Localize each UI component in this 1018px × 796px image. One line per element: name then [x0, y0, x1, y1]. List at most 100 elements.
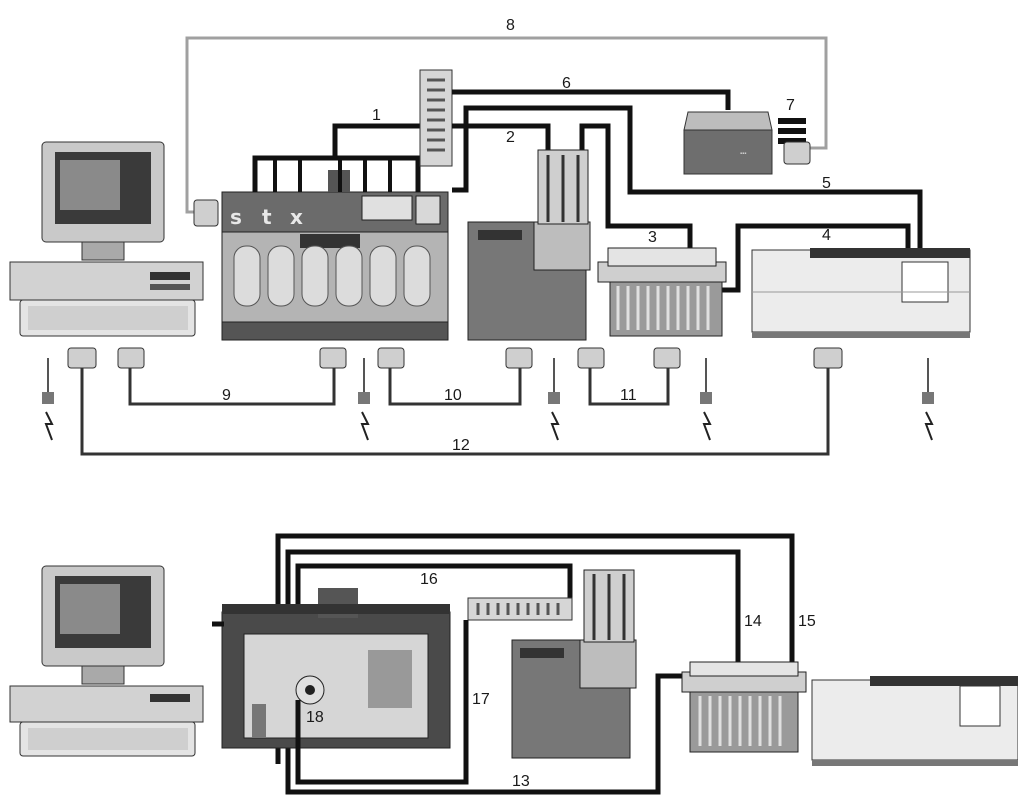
label-17: 17 — [472, 691, 490, 708]
cable-12-plug-b — [814, 348, 842, 368]
logo-letter-1: s — [230, 205, 242, 229]
power-plugs — [42, 358, 934, 440]
cable-9 — [118, 348, 346, 404]
serial-connector-left — [194, 200, 218, 226]
spectro-base-top — [752, 332, 970, 338]
relay-box-brand: ▪▪▪ — [740, 151, 746, 157]
cable-9-plug-a — [118, 348, 144, 368]
tester-rail-bottom — [222, 604, 450, 614]
keyboard-keys-top — [28, 306, 188, 330]
cable-10-plug-b — [506, 348, 532, 368]
cable-7-bar-2 — [778, 128, 806, 134]
cable-7-bar-1 — [778, 118, 806, 124]
label-4: 4 — [822, 227, 831, 244]
label-18: 18 — [306, 709, 324, 726]
label-13: 13 — [512, 773, 530, 790]
spectro-cellholder-bottom — [960, 686, 1000, 726]
vessel-1 — [234, 246, 260, 306]
tester-head — [222, 192, 448, 232]
drive-slot-bottom — [150, 694, 190, 702]
label-1: 1 — [372, 107, 381, 124]
power-plug-2 — [358, 358, 370, 440]
dissolution-tester-bottom — [222, 588, 450, 748]
vessel-3 — [302, 246, 328, 306]
monitor-stand-bottom — [82, 666, 124, 684]
cable-1 — [335, 126, 420, 158]
vessel-4 — [336, 246, 362, 306]
keyboard-keys-bottom — [28, 728, 188, 750]
label-12: 12 — [452, 437, 470, 454]
tester-keypad — [416, 196, 440, 224]
power-plug-3 — [548, 358, 560, 440]
filter-station-top — [420, 70, 452, 166]
power-plug-1 — [42, 358, 54, 440]
spectro-base-bottom — [812, 760, 1018, 766]
filter-block-bottom — [468, 598, 572, 620]
label-8: 8 — [506, 17, 515, 34]
label-6: 6 — [562, 75, 571, 92]
label-16: 16 — [420, 571, 438, 588]
tester-display — [362, 196, 412, 220]
pump-label-top — [478, 230, 522, 240]
label-5: 5 — [822, 175, 831, 192]
valve-18-center — [305, 685, 315, 695]
pc-case-top — [10, 262, 203, 300]
filter-block-top — [420, 70, 452, 166]
logo-letter-3: x — [290, 205, 303, 229]
spectro-cellholder-top — [902, 262, 948, 302]
computer-bottom — [10, 566, 203, 756]
vessel-2 — [268, 246, 294, 306]
collector-head-top — [608, 248, 716, 266]
cable-10-plug-a — [378, 348, 404, 368]
screen-window-bottom — [60, 584, 120, 634]
logo-letter-2: t — [262, 205, 272, 229]
label-11: 11 — [620, 387, 637, 404]
fraction-collector-top — [598, 248, 726, 336]
vessel-6 — [404, 246, 430, 306]
label-7: 7 — [786, 97, 795, 114]
relay-box: ▪▪▪ — [684, 112, 772, 174]
spectrophotometer-bottom — [812, 676, 1018, 766]
power-plug-4 — [700, 358, 712, 440]
drive-slot-top-2 — [150, 284, 190, 290]
pump-head-top — [534, 222, 590, 270]
dissolution-tester: s t x — [222, 170, 448, 340]
label-14: 14 — [744, 613, 762, 630]
spectro-lid-bottom — [870, 676, 1018, 686]
cable-12-plug-a — [68, 348, 96, 368]
cable-11-plug-b — [654, 348, 680, 368]
vessel-5 — [370, 246, 396, 306]
pc-case-bottom — [10, 686, 203, 722]
pump-head-bottom — [580, 640, 636, 688]
label-3: 3 — [648, 229, 657, 246]
drive-slot-top — [150, 272, 190, 280]
tester-base — [222, 322, 448, 340]
relay-box-top — [684, 112, 772, 130]
label-15: 15 — [798, 613, 816, 630]
tester-grille-bottom — [368, 650, 412, 708]
pump-top — [468, 150, 590, 340]
spectro-lid-top — [810, 248, 970, 258]
screen-window-top — [60, 160, 120, 210]
label-9: 9 — [222, 387, 231, 404]
computer-top — [10, 142, 203, 336]
cable-11-plug-a — [578, 348, 604, 368]
tester-side-panel — [252, 704, 266, 738]
cable-9-line — [130, 368, 334, 404]
cable-9-plug-b — [320, 348, 346, 368]
label-2: 2 — [506, 129, 515, 146]
pump-label-bottom — [520, 648, 564, 658]
fraction-collector-bottom — [682, 662, 806, 752]
monitor-stand-top — [82, 242, 124, 260]
spectrophotometer-top — [752, 248, 970, 338]
cable-3 — [582, 126, 690, 250]
relay-box-front — [684, 130, 772, 174]
serial-connector-right — [784, 142, 810, 164]
label-10: 10 — [444, 387, 462, 404]
collector-rack-bottom — [690, 692, 798, 752]
power-plug-5 — [922, 358, 934, 440]
collector-head-bottom — [690, 662, 798, 676]
filter-station-bottom — [468, 598, 572, 620]
